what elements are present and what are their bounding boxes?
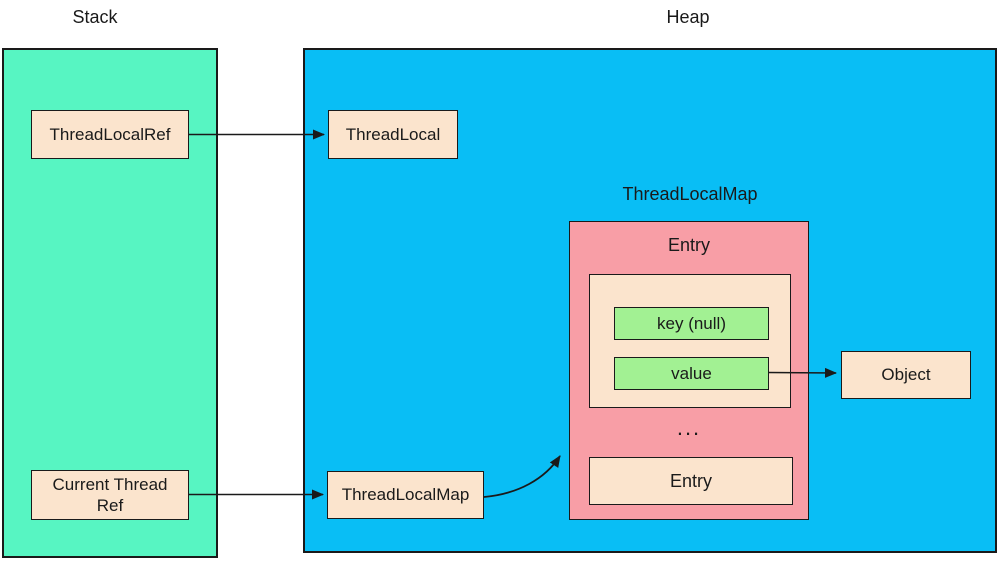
- value-box: value: [614, 357, 769, 390]
- entry-ellipsis: ...: [676, 415, 702, 440]
- entry2-box: Entry: [589, 457, 793, 505]
- threadlocalmap-title: ThreadLocalMap: [622, 184, 758, 204]
- threadlocalmap-box: ThreadLocalMap: [327, 471, 484, 519]
- entry-inner-box: key (null) value: [589, 274, 791, 408]
- entry-label: Entry: [667, 235, 710, 255]
- key-box: key (null): [614, 307, 769, 340]
- current-thread-ref-box: Current Thread Ref: [31, 470, 189, 520]
- stack-region-title: Stack: [72, 7, 118, 27]
- heap-region-title: Heap: [666, 7, 710, 27]
- entry-container: Entry key (null) value ... Entry: [569, 221, 809, 520]
- object-box: Object: [841, 351, 971, 399]
- threadlocal-box: ThreadLocal: [328, 110, 458, 159]
- threadlocalref-box: ThreadLocalRef: [31, 110, 189, 159]
